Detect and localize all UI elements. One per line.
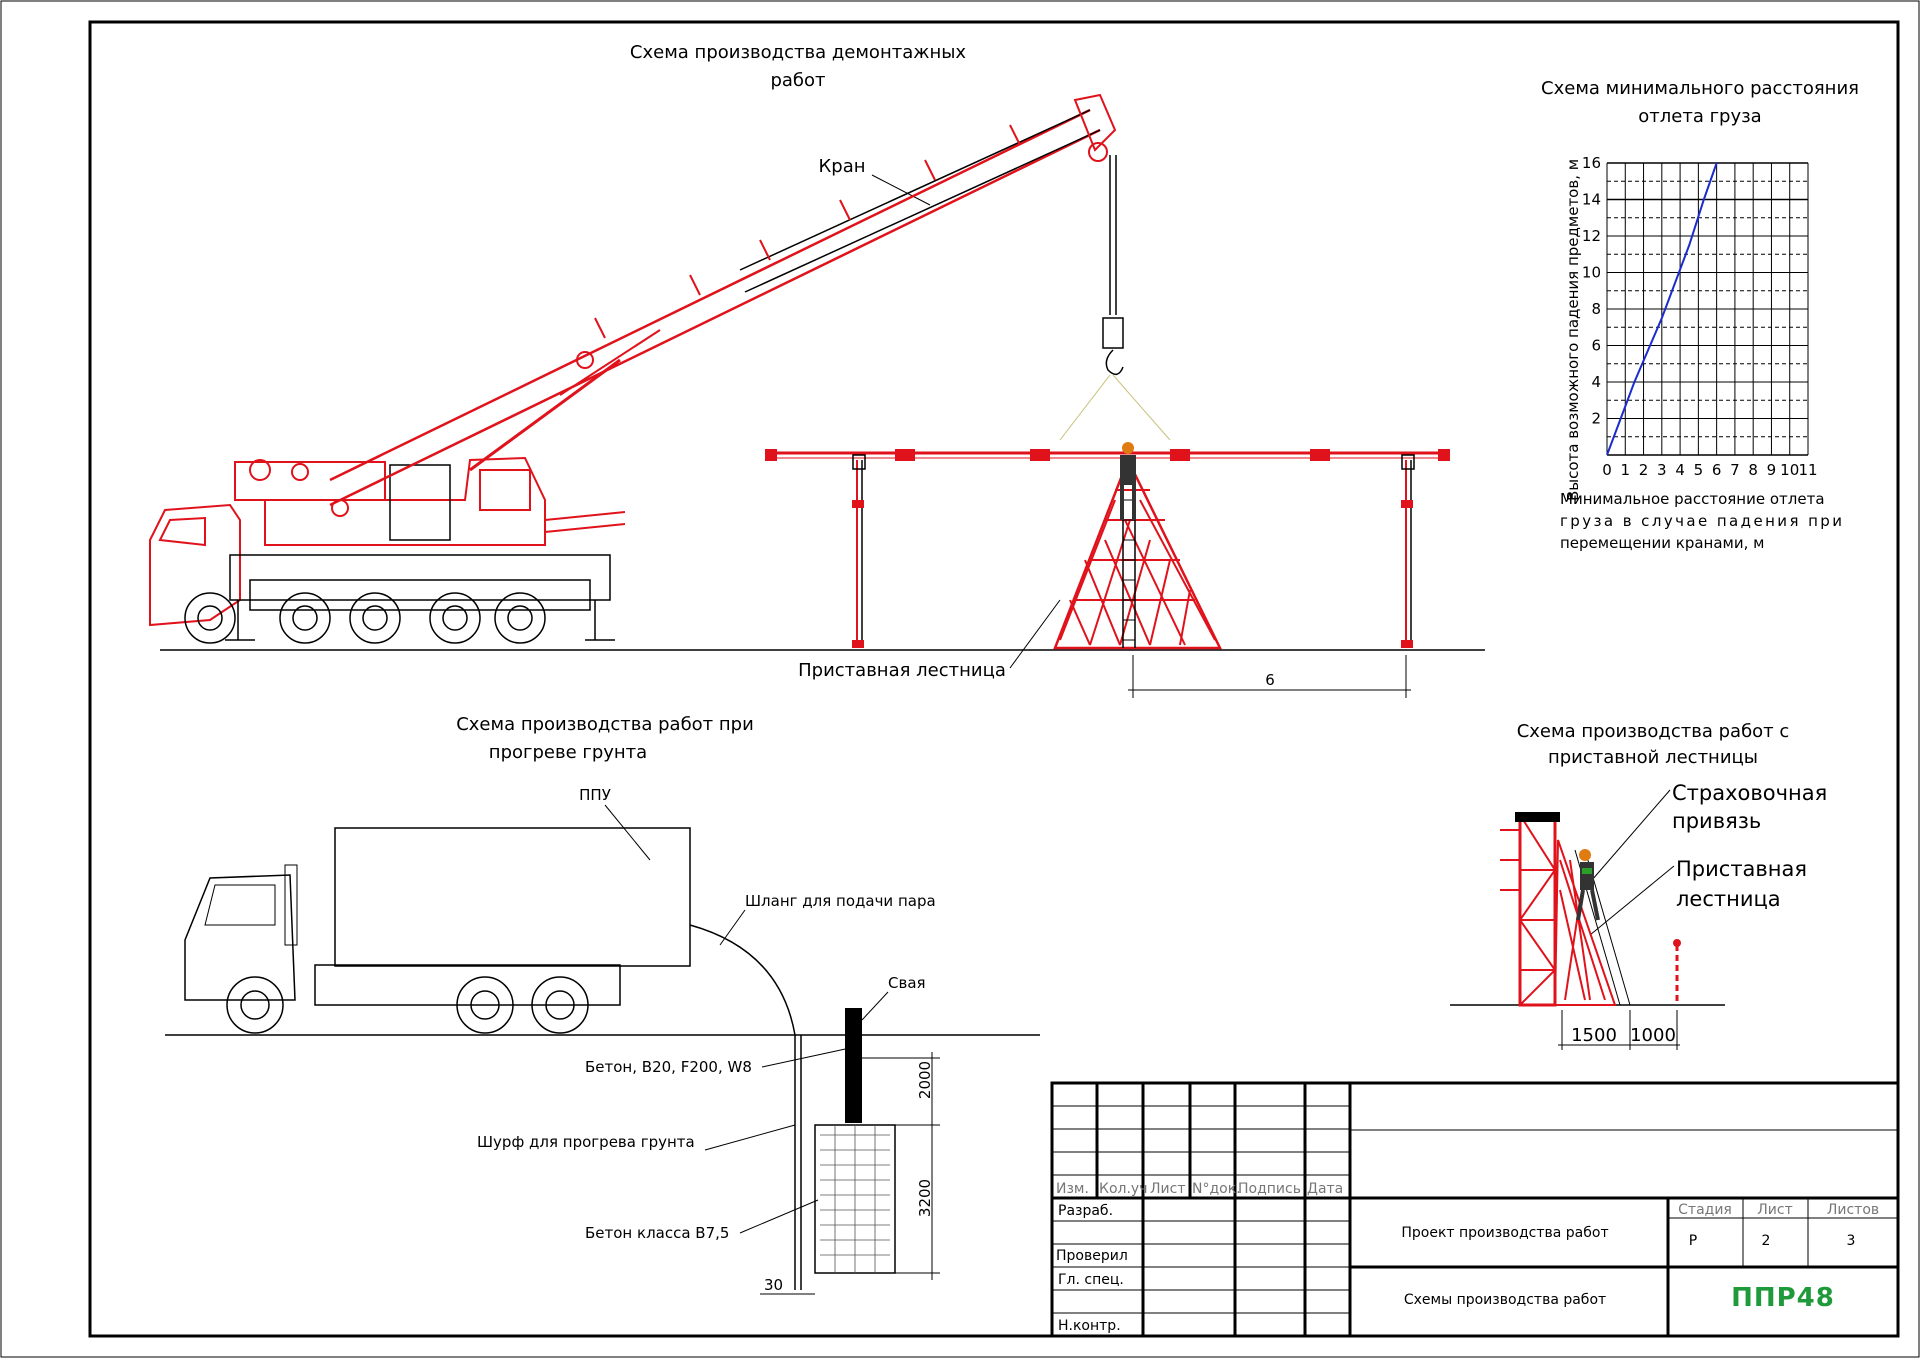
dim-30: 30	[764, 1276, 783, 1294]
sling-right	[1112, 374, 1171, 441]
dimension-6: 6	[1128, 655, 1411, 698]
company-logo: ППР48	[1731, 1283, 1835, 1313]
header-kol: Кол.уч	[1099, 1181, 1147, 1197]
chart-x-tick: 10	[1780, 461, 1799, 479]
chart-x-tick: 8	[1748, 461, 1758, 479]
worker-ladder-icon	[1576, 849, 1600, 921]
crane-leader	[871, 174, 931, 206]
chart-series-line	[1606, 162, 1718, 456]
dim-2000: 2000	[916, 1061, 934, 1099]
pit-label: Шурф для прогрева грунта	[477, 1133, 695, 1151]
ladder-leader	[1009, 599, 1061, 669]
concrete1-label: Бетон, B20, F200, W8	[585, 1058, 752, 1076]
stage-value: Р	[1689, 1233, 1697, 1249]
heating-scheme: Схема производства работ при прогреве гр…	[165, 714, 1040, 1295]
crane-boom	[329, 93, 1117, 507]
distance-chart: Схема минимального расстояния отлета гру…	[1541, 78, 1859, 552]
chart-x-tick: 0	[1602, 461, 1612, 479]
hook-block	[1102, 317, 1124, 349]
ladder-label-line1: Приставная	[1676, 857, 1807, 881]
chart-x-tick: 9	[1767, 461, 1777, 479]
ladder-title-line2: приставной лестницы	[1548, 747, 1758, 768]
crane-label: Кран	[818, 156, 865, 177]
drawing-name: Схемы производства работ	[1404, 1292, 1606, 1308]
sheet-header: Лист	[1757, 1202, 1792, 1218]
chart-caption-line3: перемещении кранами, м	[1560, 534, 1764, 552]
title-block: Изм. Кол.уч Лист N°док. Подпись Дата Раз…	[1050, 1081, 1900, 1338]
header-date: Дата	[1307, 1181, 1343, 1197]
chart-y-tick: 14	[1582, 191, 1601, 209]
role-checked: Проверил	[1056, 1248, 1128, 1264]
pile-label: Свая	[888, 974, 926, 992]
header-doc: N°док.	[1192, 1181, 1241, 1197]
chart-y-tick: 6	[1591, 337, 1601, 355]
chart-x-tick: 3	[1657, 461, 1667, 479]
heating-title-line2: прогреве грунта	[489, 742, 647, 763]
role-norm-control: Н.контр.	[1058, 1318, 1121, 1334]
chart-y-tick: 16	[1582, 154, 1601, 172]
heating-title-line1: Схема производства работ при	[456, 714, 754, 735]
crane-scheme: Схема производства демонтажных работ Кра…	[149, 42, 1485, 698]
role-chief: Гл. спец.	[1058, 1272, 1124, 1288]
header-list: Лист	[1150, 1181, 1185, 1197]
chart-x-tick: 6	[1712, 461, 1722, 479]
barrier-post-icon	[1673, 939, 1681, 1005]
header-izm: Изм.	[1056, 1181, 1089, 1197]
chart-x-tick: 1	[1620, 461, 1630, 479]
chart-y-tick: 12	[1582, 227, 1601, 245]
chart-y-tick: 8	[1591, 300, 1601, 318]
chart-ylabel: Высота возможного падения предметов, м	[1564, 159, 1582, 501]
ppu-label: ППУ	[579, 786, 611, 804]
ladder-title-line1: Схема производства работ с	[1517, 721, 1790, 742]
chart-x-tick: 4	[1675, 461, 1685, 479]
ladder-label-line2: лестница	[1676, 887, 1781, 911]
crane-scheme-title-line2: работ	[770, 70, 825, 91]
chart-caption-line2: груза в случае падения при	[1560, 512, 1842, 530]
worker-icon	[1120, 442, 1136, 520]
harness-label-line2: привязь	[1672, 809, 1761, 833]
harness-label-line1: Страховочная	[1672, 781, 1827, 805]
dim-1500: 1500	[1571, 1025, 1617, 1046]
sheets-header: Листов	[1827, 1202, 1879, 1218]
sling-left	[1059, 374, 1111, 441]
crane-truck-icon	[149, 456, 626, 644]
net-tower	[1053, 456, 1223, 650]
chart-title-line2: отлета груза	[1638, 106, 1761, 127]
chart-y-tick: 4	[1591, 373, 1601, 391]
sheet-value: 2	[1762, 1233, 1771, 1249]
chart-x-tick: 2	[1639, 461, 1649, 479]
ladder-label: Приставная лестница	[798, 660, 1006, 681]
hook-icon	[1105, 349, 1124, 376]
svg-text:6: 6	[1265, 671, 1275, 689]
sheets-value: 3	[1847, 1233, 1856, 1249]
stage-header: Стадия	[1678, 1202, 1732, 1218]
chart-x-tick: 7	[1730, 461, 1740, 479]
chart-y-tick: 10	[1582, 264, 1601, 282]
chart-x-tick: 5	[1694, 461, 1704, 479]
scaffold-tower-icon	[1500, 812, 1617, 1007]
chart-y-tick: 2	[1591, 410, 1601, 428]
ppu-leader	[604, 804, 651, 861]
role-developer: Разраб.	[1058, 1203, 1113, 1219]
dim-1000: 1000	[1630, 1025, 1676, 1046]
steam-truck-icon	[184, 827, 691, 1034]
pile	[845, 1008, 862, 1123]
chart-caption-line1: Минимальное расстояние отлета	[1560, 490, 1825, 508]
chart-x-tick: 11	[1798, 461, 1817, 479]
header-sign: Подпись	[1238, 1181, 1301, 1197]
concrete2-label: Бетон класса B7,5	[585, 1224, 729, 1242]
scaffold-beam	[765, 449, 1450, 648]
steam-hose	[689, 924, 796, 1290]
project-name: Проект производства работ	[1401, 1225, 1608, 1241]
crane-scheme-title-line1: Схема производства демонтажных	[630, 42, 967, 63]
hose-label: Шланг для подачи пара	[745, 892, 936, 910]
dim-3200: 3200	[916, 1179, 934, 1217]
drawing-frame	[88, 20, 1900, 1338]
chart-title-line1: Схема минимального расстояния	[1541, 78, 1859, 99]
ladder-scheme: Схема производства работ с приставной ле…	[1450, 721, 1827, 1050]
